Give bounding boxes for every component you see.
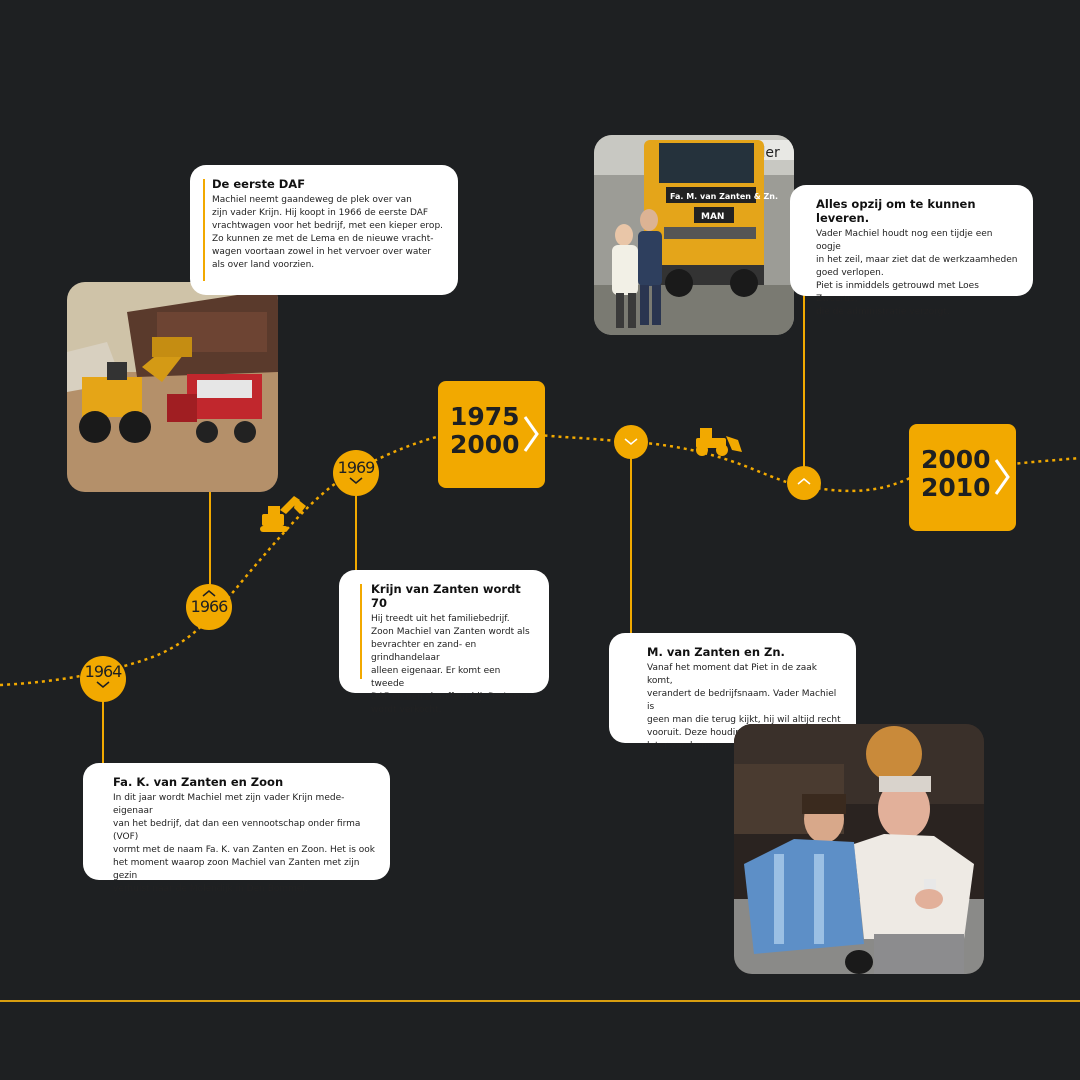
chevron-marker-m-van-zanten[interactable] — [614, 425, 648, 459]
era-start: 1975 — [450, 402, 520, 431]
bottom-divider — [0, 1000, 1080, 1002]
wheel-loader-icon — [696, 428, 742, 456]
card-title: M. van Zanten en Zn. — [647, 645, 785, 659]
card-fa-k-van-zanten: Fa. K. van Zanten en Zoon In dit jaar wo… — [83, 763, 390, 894]
photo-two-men — [734, 724, 984, 974]
photo-loader-truck — [67, 282, 278, 492]
truck-cab-text: Fa. M. van Zanten & Zn. — [670, 192, 778, 201]
card-body: Hij treedt uit het familiebedrijf. Zoon … — [371, 614, 530, 715]
era-end: 2000 — [450, 430, 520, 459]
card-title: Krijn van Zanten wordt 70 — [371, 582, 521, 610]
truck-brand-text: MAN — [701, 212, 724, 222]
connector-1966 — [209, 490, 211, 588]
year-label: 1969 — [337, 458, 376, 477]
year-label: 1964 — [84, 662, 123, 681]
card-accent-bar — [203, 179, 205, 281]
era-button-2000-2010[interactable]: 2000 2010 — [909, 424, 1016, 531]
card-title: Alles opzij om te kunnen leveren. — [816, 197, 976, 225]
card-body: Vader Machiel houdt nog een tijdje een o… — [816, 229, 1018, 317]
year-label: 1966 — [190, 597, 229, 616]
chevron-down-icon — [96, 681, 110, 688]
chevron-up-icon — [797, 478, 811, 485]
card-title: Fa. K. van Zanten en Zoon — [113, 775, 284, 789]
card-body: In dit jaar wordt Machiel met zijn vader… — [113, 793, 376, 894]
connector-1964 — [102, 700, 104, 766]
card-body: Machiel neemt gaandeweg de plek over van… — [212, 195, 444, 270]
card-krijn-70: Krijn van Zanten wordt 70 Hij treedt uit… — [339, 570, 549, 715]
era-start: 2000 — [921, 445, 991, 474]
era-button-1975-2000[interactable]: 1975 2000 — [438, 381, 545, 488]
photo-man-truck: elder Fa. M. van Zanten & Zn. MAN — [594, 135, 794, 335]
connector-alles-opzij — [803, 290, 805, 468]
chevron-right-icon — [523, 416, 539, 452]
connector-m-van-zanten — [630, 455, 632, 635]
card-title: De eerste DAF — [212, 177, 306, 191]
card-eerste-daf: De eerste DAF Machiel neemt gaandeweg de… — [190, 165, 458, 295]
chevron-marker-alles-opzij[interactable] — [787, 466, 821, 500]
chevron-up-icon — [202, 590, 216, 597]
excavator-icon — [260, 496, 306, 532]
card-accent-bar — [360, 584, 362, 679]
chevron-down-icon — [349, 477, 363, 484]
year-marker-1964[interactable]: 1964 — [80, 656, 126, 702]
year-marker-1966[interactable]: 1966 — [186, 584, 232, 630]
connector-1969 — [355, 495, 357, 575]
chevron-down-icon — [624, 438, 638, 445]
era-end: 2010 — [921, 473, 991, 502]
year-marker-1969[interactable]: 1969 — [333, 450, 379, 496]
chevron-right-icon — [994, 459, 1010, 495]
card-alles-opzij: Alles opzij om te kunnen leveren. Vader … — [790, 185, 1033, 317]
